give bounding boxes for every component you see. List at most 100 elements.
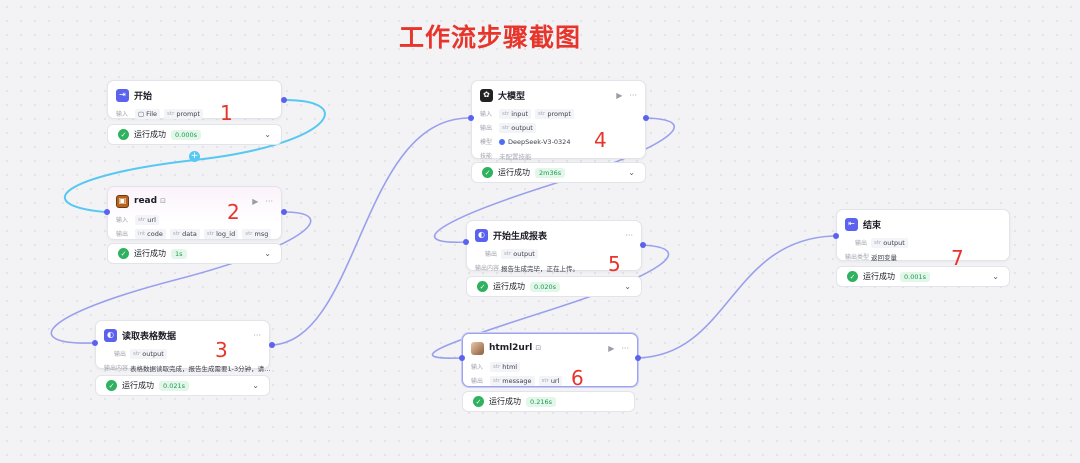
output-port[interactable] — [643, 115, 649, 121]
field-label: 输出 — [113, 351, 126, 358]
step-number: 3 — [215, 338, 228, 362]
more-icon[interactable]: ··· — [265, 196, 273, 206]
chevron-down-icon[interactable]: ⌄ — [252, 381, 259, 390]
input-port[interactable] — [92, 340, 98, 346]
step-number: 6 — [571, 366, 584, 390]
field-label: 输入 — [116, 217, 129, 224]
field-label: 输出类型 — [845, 254, 870, 261]
input-port[interactable] — [468, 115, 474, 121]
run-status[interactable]: ✓ 运行成功 0.001s ⌄ — [836, 266, 1010, 287]
chevron-down-icon[interactable]: ⌄ — [264, 249, 271, 258]
field-label: 输入 — [116, 111, 129, 118]
field-label: 输入 — [471, 364, 484, 371]
more-icon[interactable]: ··· — [253, 330, 261, 340]
message-node-icon: ◐ — [104, 328, 117, 342]
field-label: 输出 — [480, 125, 493, 132]
deepseek-icon — [499, 138, 505, 145]
status-text: 运行成功 — [134, 249, 166, 258]
run-status[interactable]: ✓ 运行成功 0.020s ⌄ — [466, 276, 642, 297]
field-label: 输出 — [471, 378, 484, 385]
field-label: 输出 — [854, 240, 867, 247]
output-port[interactable] — [640, 242, 646, 248]
step-number: 4 — [594, 128, 607, 152]
field-label: 输出内容 — [475, 265, 500, 272]
chevron-down-icon[interactable]: ⌄ — [992, 272, 999, 281]
check-icon: ✓ — [482, 167, 493, 178]
run-time: 1s — [171, 248, 187, 259]
step-number: 5 — [608, 252, 621, 276]
avatar — [471, 341, 484, 355]
play-icon[interactable]: ▶ — [252, 196, 259, 206]
field-label: 模型 — [480, 139, 493, 146]
read-plugin-icon: ▣ — [116, 194, 129, 208]
input-port[interactable] — [459, 355, 465, 361]
check-icon: ✓ — [473, 396, 484, 407]
chevron-down-icon[interactable]: ⌄ — [264, 130, 271, 139]
output-port[interactable] — [281, 97, 287, 103]
field-label: 输出 — [116, 231, 129, 238]
step-number: 2 — [227, 200, 240, 224]
run-status[interactable]: ✓ 运行成功 0.216s — [462, 391, 635, 412]
run-time: 2m36s — [535, 167, 566, 178]
llm-icon: ✿ — [480, 88, 493, 102]
param-tag: ▢File — [135, 108, 161, 119]
run-status[interactable]: ✓ 运行成功 0.000s ⌄ — [107, 124, 282, 145]
edge-readtable-llm — [271, 117, 469, 346]
add-node-icon[interactable]: + — [189, 151, 200, 162]
output-port[interactable] — [281, 209, 287, 215]
output-content: 表格数据读取完成，报告生成需要1-3分钟，请… — [130, 364, 271, 373]
play-icon[interactable]: ▶ — [608, 343, 615, 353]
output-content: 报告生成完毕，正在上传。 — [501, 264, 579, 273]
more-icon[interactable]: ··· — [629, 90, 637, 100]
status-text: 运行成功 — [498, 168, 530, 177]
node-title: 读取表格数据 — [122, 331, 177, 342]
play-icon[interactable]: ▶ — [616, 90, 623, 100]
run-status[interactable]: ✓ 运行成功 0.021s ⌄ — [95, 375, 270, 396]
start-icon: ⇥ — [116, 88, 129, 102]
input-port[interactable] — [833, 233, 839, 239]
check-icon: ✓ — [118, 129, 129, 140]
chevron-down-icon[interactable]: ⌄ — [628, 168, 635, 177]
chevron-down-icon[interactable]: ⌄ — [624, 282, 631, 291]
file-icon: ▢ — [138, 109, 145, 118]
check-icon: ✓ — [847, 271, 858, 282]
run-status[interactable]: ✓ 运行成功 2m36s ⌄ — [471, 162, 646, 183]
output-port[interactable] — [269, 342, 275, 348]
more-icon[interactable]: ··· — [621, 343, 629, 353]
page-title: 工作流步骤截图 — [398, 23, 581, 52]
more-icon[interactable]: ··· — [625, 230, 633, 240]
status-text: 运行成功 — [493, 282, 525, 291]
status-text: 运行成功 — [122, 381, 154, 390]
status-text: 运行成功 — [863, 272, 895, 281]
input-port[interactable] — [104, 209, 110, 215]
run-status[interactable]: ✓ 运行成功 1s ⌄ — [107, 243, 282, 264]
status-text: 运行成功 — [134, 130, 166, 139]
plugin-badge-icon: ⊡ — [535, 344, 542, 352]
output-port[interactable] — [635, 355, 641, 361]
run-time: 0.020s — [530, 281, 560, 292]
status-text: 运行成功 — [489, 397, 521, 406]
plugin-badge-icon: ⊡ — [160, 197, 166, 205]
field-label: 输出内容 — [104, 365, 129, 372]
input-port[interactable] — [463, 239, 469, 245]
output-type-value: 返回变量 — [871, 253, 897, 262]
